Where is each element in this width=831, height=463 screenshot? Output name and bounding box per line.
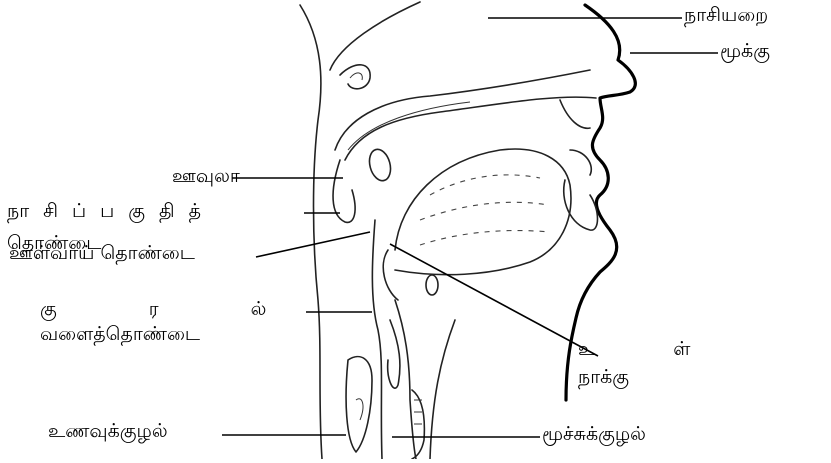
- skull-inner-curve: [330, 2, 420, 70]
- label-trachea: மூச்சுக்குழல்: [542, 425, 646, 445]
- leader-oropharynx: [256, 232, 370, 257]
- label-laryngopharynx-line1: குரல்: [40, 300, 358, 320]
- label-nose: மூக்கு: [720, 42, 770, 62]
- label-nasal-cavity: நாசியறை: [684, 6, 768, 26]
- label-uvula: ஊவுலா: [172, 167, 240, 187]
- label-oropharynx: ஊள்வாய் தொண்டை: [9, 244, 195, 264]
- leader-tongue: [390, 244, 598, 356]
- lower-teeth: [564, 180, 598, 230]
- cartilage-front: [388, 320, 400, 388]
- neck-back-outline: [300, 5, 322, 459]
- tongue-body: [395, 149, 571, 275]
- epiglottis: [383, 250, 398, 300]
- tonsil-shape: [366, 147, 394, 183]
- palate-texture: [348, 102, 470, 150]
- palate-upper: [335, 70, 590, 150]
- upper-teeth: [560, 100, 590, 128]
- ear-canal-inner: [350, 73, 362, 80]
- tongue-fiber-1: [430, 175, 540, 195]
- esophagus-inner: [356, 399, 363, 420]
- hyoid-shape: [426, 275, 438, 295]
- ear-canal-shape: [340, 65, 370, 89]
- esophagus-tube: [346, 357, 372, 452]
- tongue-fiber-2: [420, 202, 548, 220]
- pharynx-front: [372, 220, 382, 459]
- label-nasopharynx-line1: நாசிப்பகுதித்: [7, 202, 215, 222]
- tongue-fiber-3: [420, 231, 550, 245]
- upper-lip: [570, 150, 591, 175]
- label-tongue-line1: உள்: [578, 340, 768, 360]
- neck-front: [430, 320, 455, 459]
- label-tongue-line2: நாக்கு: [578, 368, 629, 388]
- label-laryngopharynx-line2: வளைத்தொண்டை: [40, 325, 200, 345]
- label-esophagus: உணவுக்குழல்: [48, 422, 168, 442]
